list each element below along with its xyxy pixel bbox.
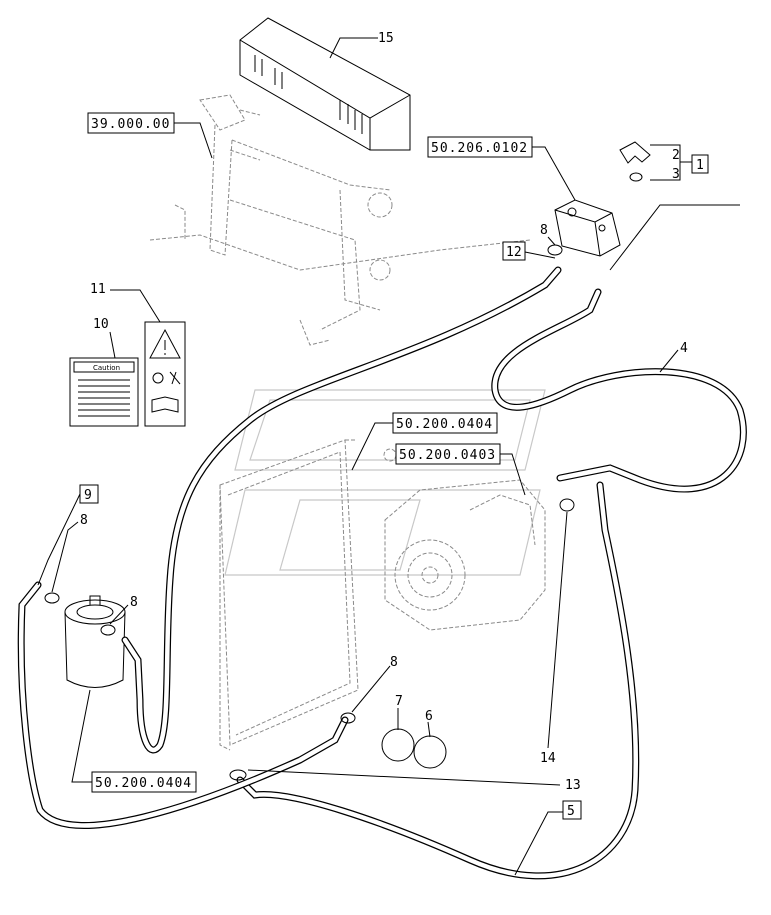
callout-4: 4: [680, 341, 688, 356]
ref-50206: 50.206.0102: [431, 141, 528, 156]
o-rings: [44, 244, 575, 781]
callout-11: 11: [90, 282, 106, 297]
ref-50200-top: 50.200.0404: [396, 417, 493, 432]
callout-9: 9: [84, 488, 92, 503]
callout-1: 1: [696, 158, 704, 173]
clamp-parts: [619, 141, 651, 182]
callout-10: 10: [93, 317, 109, 332]
ref-39000: 39.000.00: [91, 117, 170, 132]
callout-2: 2: [672, 148, 680, 163]
expansion-valve-block: [554, 199, 621, 257]
hoses: [17, 266, 747, 880]
callout-6: 6: [425, 709, 433, 724]
counterweight-block: [239, 17, 411, 151]
callout-8-bottom: 8: [390, 655, 398, 670]
callout-7: 7: [395, 694, 403, 709]
sticker-heading: Caution: [93, 364, 120, 372]
callout-5: 5: [567, 804, 575, 819]
watermark-logo: [224, 389, 546, 576]
chassis-frame: [149, 94, 531, 346]
callout-8-top: 8: [540, 223, 548, 238]
callout-13: 13: [565, 778, 581, 793]
callout-14: 14: [540, 751, 556, 766]
callout-15: 15: [378, 31, 394, 46]
reference-labels: 39.000.00 50.206.0102 50.200.0404 50.200…: [71, 112, 576, 793]
ac-compressor: [383, 448, 546, 631]
caution-sticker: Caution: [69, 357, 139, 427]
callout-8-left: 8: [80, 513, 88, 528]
ref-50200-mid: 50.200.0403: [399, 448, 496, 463]
callout-numbers: 15 11 10 8 12 2 3 1 4 9 8 8 8 7 6 14: [37, 31, 740, 876]
callout-12: 12: [506, 245, 522, 260]
ref-50200-bottom: 50.200.0404: [95, 776, 192, 791]
receiver-drier: [64, 595, 126, 688]
callout-3: 3: [672, 167, 680, 182]
warning-sticker: [144, 321, 186, 427]
condenser-core: [219, 439, 359, 751]
callout-8-mid: 8: [130, 595, 138, 610]
